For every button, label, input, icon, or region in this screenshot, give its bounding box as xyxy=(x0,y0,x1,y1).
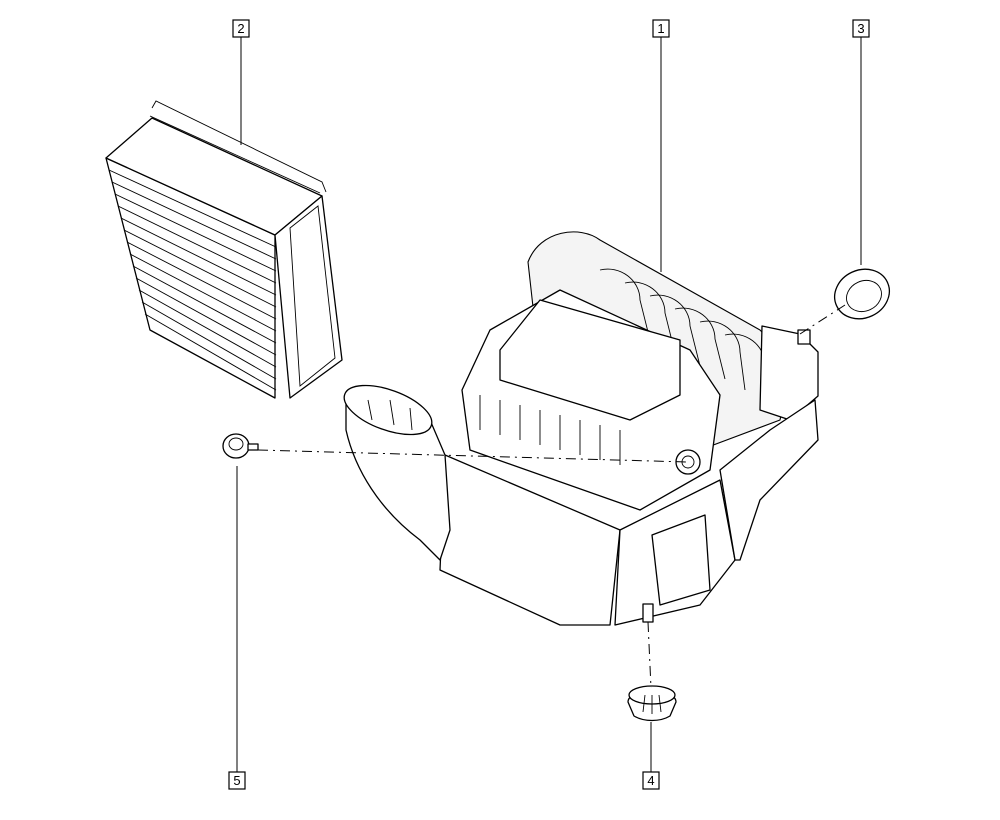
callout-4: 4 xyxy=(642,771,660,790)
grommet-part-3 xyxy=(834,268,890,320)
mounting-rubber-part-4 xyxy=(627,685,677,722)
callout-label: 2 xyxy=(237,21,244,36)
air-filter-element xyxy=(105,100,343,399)
callout-2: 2 xyxy=(232,19,250,38)
filter-pleats xyxy=(108,169,277,391)
leader-lines xyxy=(236,37,862,772)
callout-label: 4 xyxy=(647,773,654,788)
callout-5: 5 xyxy=(228,771,246,790)
air-filter-housing xyxy=(343,231,819,626)
callout-3: 3 xyxy=(852,19,870,38)
callout-label: 1 xyxy=(657,21,664,36)
callout-1: 1 xyxy=(652,19,670,38)
bolt-part-5 xyxy=(222,433,259,459)
callout-label: 5 xyxy=(233,773,240,788)
callout-label: 3 xyxy=(857,21,864,36)
